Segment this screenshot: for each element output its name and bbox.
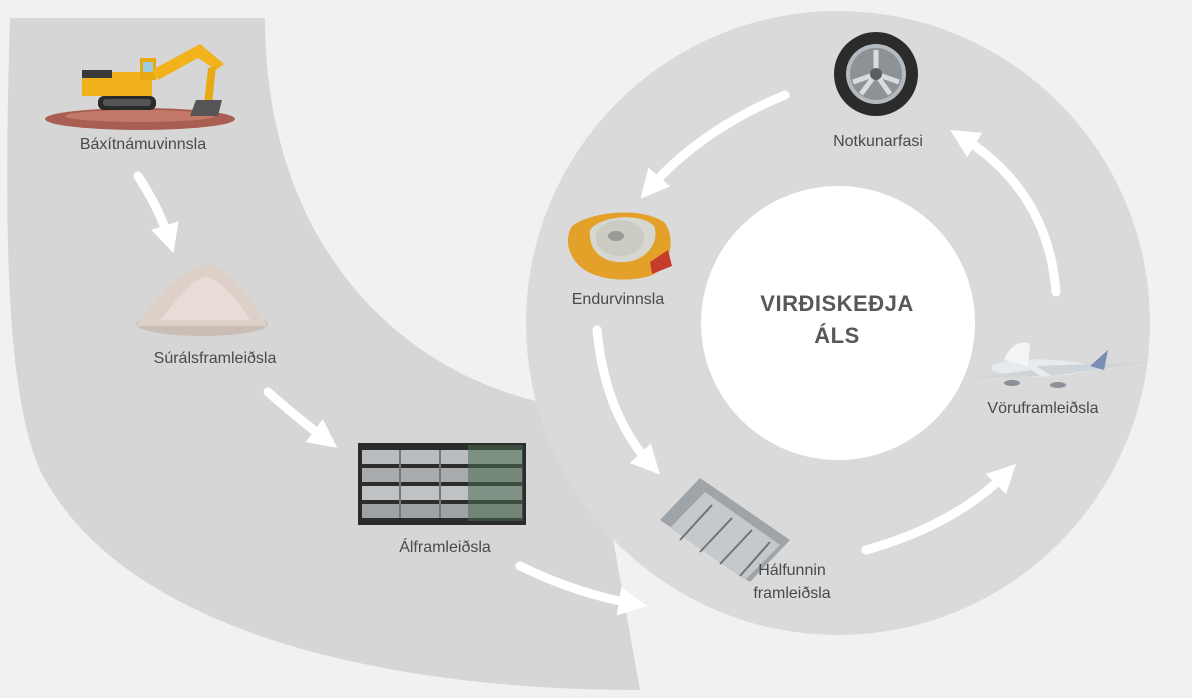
stage-label-semi-fabrication-line1: Hálfunnin [758,562,826,579]
stage-label-bauxite-mining: Báxítnámuvinnsla [79,136,207,153]
arrow-product-to-use [950,129,1061,297]
arrow-semi-to-product [861,463,1017,555]
stage-label-semi-fabrication-line2: framleiðsla [753,585,831,602]
stage-label-use-phase: Notkunarfasi [833,133,923,150]
arrow-recycling-to-semi [592,325,660,475]
diagram-title-line1: VIRÐISKEÐJA [760,291,914,316]
stage-label-product-manufacturing: Vöruframleiðsla [987,400,1099,417]
ring-arrows [592,90,1061,555]
stage-label-recycling: Endurvinnsla [571,291,665,308]
diagram-title: VIRÐISKEÐJA ÁLS [742,288,932,352]
stage-label-alumina-production: Súrálsframleiðsla [153,350,277,367]
arrow-mining-to-alumina [133,171,179,253]
aluminium-ingots-icon [358,443,526,525]
band-arrows [133,171,648,616]
arrow-use-to-recycling [640,90,790,199]
alumina-pile-icon [136,264,268,336]
extrusion-profiles-icon [660,478,790,582]
car-wheel-icon [834,32,918,116]
airplane-icon [972,342,1150,388]
excavator-icon [45,44,235,130]
stage-label-aluminium-production: Álframleiðsla [399,539,491,556]
arrow-alumina-to-aluminium [263,387,338,448]
arrow-aluminium-to-semi [515,561,648,616]
crushed-can-icon [567,212,672,280]
diagram-title-line2: ÁLS [814,323,860,348]
ring-center [701,186,975,460]
